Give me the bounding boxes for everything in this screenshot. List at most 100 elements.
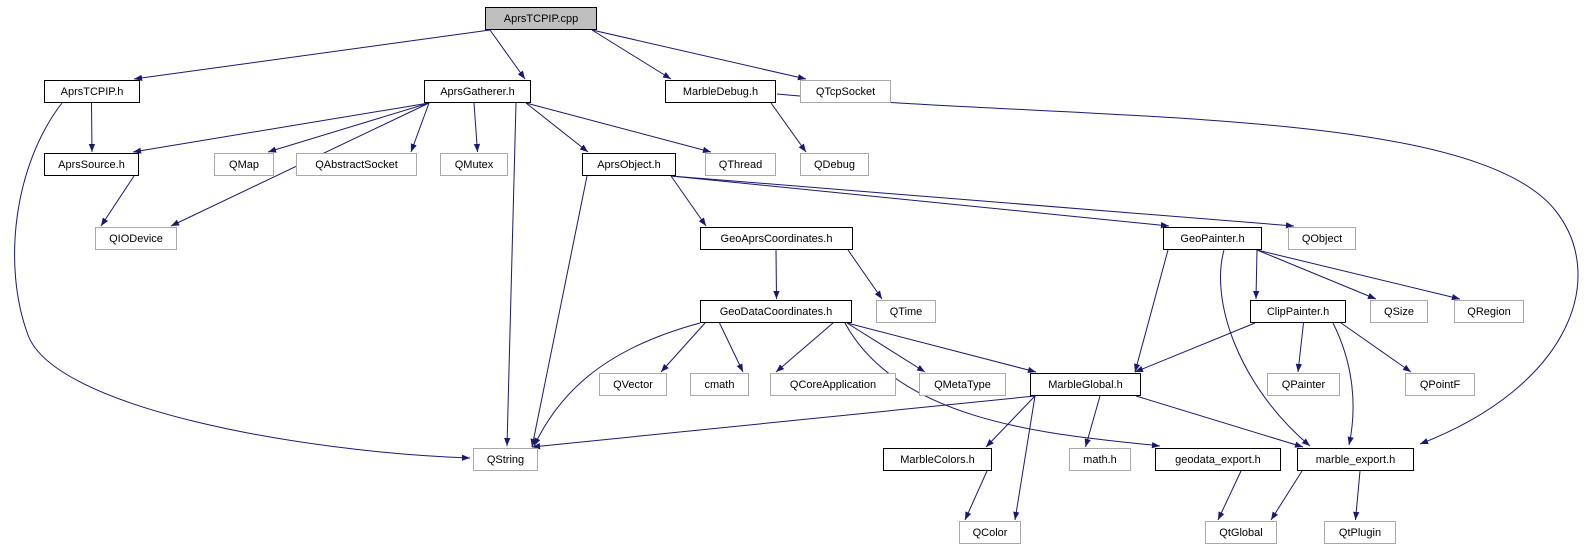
edge-geoaprscoordinates_h-to-geodatacoordinates_h	[773, 249, 780, 300]
graph-node-label: GeoDataCoordinates.h	[719, 305, 833, 318]
graph-node-aprssource_h[interactable]: AprsSource.h	[44, 153, 139, 176]
graph-node-label: QIODevice	[109, 232, 163, 245]
graph-node-aprsobject_h[interactable]: AprsObject.h	[582, 153, 676, 176]
edge-geodatacoordinates_h-to-qstring	[533, 322, 701, 447]
graph-node-label: QThread	[718, 158, 763, 171]
edge-marble_export_h-to-qtplugin	[1353, 470, 1361, 521]
edge-marbledebug_h-to-marble_export_h	[776, 93, 1579, 445]
graph-node-marbleglobal_h[interactable]: MarbleGlobal.h	[1030, 373, 1141, 396]
graph-node-label: QtGlobal	[1219, 526, 1263, 539]
edge-geodatacoordinates_h-to-qvector	[660, 322, 706, 373]
edge-marbleglobal_h-to-marble_export_h	[1135, 395, 1304, 448]
graph-node-aprstcpip_h[interactable]: AprsTCPIP.h	[44, 80, 140, 103]
graph-node-label: MarbleDebug.h	[682, 85, 759, 98]
graph-node-label: geodata_export.h	[1175, 453, 1261, 466]
graph-node-label: AprsGatherer.h	[440, 85, 515, 98]
edge-geodatacoordinates_h-to-qmetatype	[846, 322, 926, 373]
edge-aprsgatherer_h-to-qthread	[525, 102, 712, 153]
graph-node-qmap: QMap	[214, 153, 274, 176]
graph-node-label: QtPlugin	[1338, 526, 1382, 539]
graph-node-geodatacoordinates_h[interactable]: GeoDataCoordinates.h	[700, 300, 852, 323]
edge-marble_export_h-to-qtglobal	[1270, 470, 1303, 521]
graph-node-label: QSize	[1384, 305, 1414, 318]
graph-node-qcolor: QColor	[959, 521, 1021, 544]
graph-node-marble_export_h[interactable]: marble_export.h	[1297, 448, 1414, 471]
graph-node-qstring: QString	[473, 448, 538, 471]
graph-node-label: QMap	[229, 158, 259, 171]
graph-node-label: QVector	[613, 378, 653, 391]
graph-node-qmutex: QMutex	[440, 153, 508, 176]
graph-node-qmetatype: QMetaType	[919, 373, 1006, 396]
graph-node-label: GeoPainter.h	[1180, 232, 1245, 245]
graph-node-label: QPointF	[1419, 378, 1461, 391]
graph-node-qsize: QSize	[1370, 300, 1428, 323]
graph-node-label: AprsSource.h	[58, 158, 125, 171]
edge-clippainter_h-to-qpointf	[1340, 322, 1412, 373]
edge-marblecolors_h-to-qcolor	[964, 470, 988, 521]
edge-aprsgatherer_h-to-aprssource_h	[132, 102, 430, 154]
graph-node-label: QMetaType	[934, 378, 991, 391]
edge-geopainter_h-to-clippainter_h	[1253, 249, 1260, 300]
edge-aprstcpip_h-to-qstring	[14, 102, 471, 461]
graph-node-qcoreapplication: QCoreApplication	[770, 373, 896, 396]
edge-aprsgatherer_h-to-qmutex	[473, 102, 481, 153]
edges-group	[14, 29, 1579, 521]
graph-node-qvector: QVector	[599, 373, 667, 396]
graph-node-geodata_export_h[interactable]: geodata_export.h	[1155, 448, 1281, 471]
edge-aprsgatherer_h-to-qmap	[267, 102, 430, 153]
graph-node-qtplugin: QtPlugin	[1324, 521, 1396, 544]
edge-geoaprscoordinates_h-to-qtime	[847, 249, 883, 300]
graph-node-geoaprscoordinates_h[interactable]: GeoAprsCoordinates.h	[700, 227, 853, 250]
edge-aprsgatherer_h-to-qabstractsocket	[410, 102, 430, 153]
edge-clippainter_h-to-marbleglobal_h	[1134, 322, 1256, 373]
graph-node-math_h: math.h	[1069, 448, 1131, 471]
edge-geopainter_h-to-marbleglobal_h	[1134, 249, 1169, 373]
graph-node-clippainter_h[interactable]: ClipPainter.h	[1250, 300, 1346, 323]
graph-node-label: QRegion	[1467, 305, 1511, 318]
graph-node-qdebug: QDebug	[800, 153, 869, 176]
graph-node-marblecolors_h[interactable]: MarbleColors.h	[883, 448, 992, 471]
graph-node-label: MarbleColors.h	[900, 453, 975, 466]
graph-node-qobject: QObject	[1288, 227, 1356, 250]
edge-root-to-marbledebug_h	[591, 29, 672, 80]
graph-node-marbledebug_h[interactable]: MarbleDebug.h	[665, 80, 776, 103]
graph-node-label: QColor	[972, 526, 1008, 539]
edge-marbleglobal_h-to-qcolor	[1013, 395, 1036, 521]
graph-node-qregion: QRegion	[1454, 300, 1524, 323]
graph-node-label: QAbstractSocket	[315, 158, 398, 171]
graph-node-qabstractsocket: QAbstractSocket	[296, 153, 417, 176]
graph-node-qpointf: QPointF	[1405, 373, 1475, 396]
graph-node-cmath: cmath	[690, 373, 749, 396]
graph-node-label: cmath	[704, 378, 735, 391]
graph-node-label: ClipPainter.h	[1266, 305, 1330, 318]
edge-aprsobject_h-to-qobject	[670, 175, 1295, 229]
edge-geopainter_h-to-qregion	[1256, 249, 1461, 301]
graph-node-label: marble_export.h	[1315, 453, 1396, 466]
edge-geodatacoordinates_h-to-geodata_export_h	[844, 322, 1161, 449]
graph-node-label: math.h	[1083, 453, 1117, 466]
edge-geopainter_h-to-marble_export_h	[1220, 249, 1311, 447]
edge-root-to-qtcpsocket	[591, 29, 807, 81]
graph-node-label: QMutex	[454, 158, 494, 171]
graph-node-qtime: QTime	[876, 300, 936, 323]
edge-marbleglobal_h-to-qstring	[531, 395, 1036, 450]
edge-root-to-aprsgatherer_h	[489, 29, 526, 80]
graph-node-root: AprsTCPIP.cpp	[485, 7, 597, 30]
graph-node-label: QTime	[889, 305, 923, 318]
edge-marbleglobal_h-to-marblecolors_h	[985, 395, 1036, 448]
graph-node-geopainter_h[interactable]: GeoPainter.h	[1163, 227, 1262, 250]
edge-geodata_export_h-to-qtglobal	[1217, 470, 1242, 521]
graph-node-aprsgatherer_h[interactable]: AprsGatherer.h	[424, 80, 531, 103]
graph-node-label: QObject	[1301, 232, 1343, 245]
graph-node-label: QCoreApplication	[789, 378, 877, 391]
edge-aprsgatherer_h-to-qstring	[504, 102, 517, 447]
edge-marbleglobal_h-to-math_h	[1084, 395, 1101, 448]
edge-aprsobject_h-to-geoaprscoordinates_h	[670, 175, 707, 227]
graph-node-qpainter: QPainter	[1267, 373, 1340, 396]
graph-node-label: AprsTCPIP.h	[60, 85, 124, 98]
graph-node-label: QTcpSocket	[815, 85, 876, 98]
edge-clippainter_h-to-marble_export_h	[1332, 322, 1354, 446]
edge-clippainter_h-to-qpainter	[1295, 322, 1304, 373]
